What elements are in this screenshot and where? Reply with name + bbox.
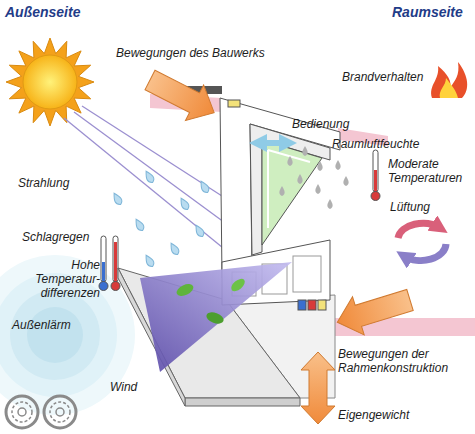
sun-symbol xyxy=(6,38,94,126)
radiation-lines xyxy=(64,106,236,252)
wind-arrow xyxy=(140,262,292,372)
rain-drop xyxy=(143,254,155,269)
rain-drop xyxy=(111,192,123,207)
influence-label: Schlagregen xyxy=(22,230,89,244)
influence-label: Bedienung xyxy=(292,117,349,131)
side-heading: Außenseite xyxy=(5,4,80,20)
rain-drop xyxy=(193,224,205,239)
influence-label: Raumluftfeuchte xyxy=(332,137,419,151)
humidity-drop xyxy=(279,186,284,196)
influence-label: Bewegungen des Bauwerks xyxy=(116,46,265,60)
rain-drop xyxy=(168,242,180,257)
influence-label: Brandverhalten xyxy=(342,70,423,84)
frame-movement-arrow xyxy=(331,281,415,341)
building-movement-arrow xyxy=(141,62,223,130)
rain-drop xyxy=(143,170,155,185)
influence-label: Eigengewicht xyxy=(338,408,409,422)
influence-label: Strahlung xyxy=(18,176,69,190)
rain-drop xyxy=(133,218,145,233)
influence-label: Wind xyxy=(110,380,137,394)
rain-drops xyxy=(111,170,210,269)
humidity-drop xyxy=(317,161,322,171)
humidity-drop xyxy=(287,156,292,166)
humidity-drop xyxy=(315,184,320,194)
thermometer-symbol xyxy=(99,236,120,291)
fire-symbol xyxy=(431,62,467,98)
humidity-drops xyxy=(279,146,348,209)
influence-label: Lüftung xyxy=(390,200,430,214)
influence-label: Bewegungen der Rahmenkonstruktion xyxy=(338,347,468,375)
humidity-drop xyxy=(343,176,348,186)
humidity-drop xyxy=(327,199,332,209)
influence-label: Außenlärm xyxy=(12,318,71,332)
tyre-symbol xyxy=(6,396,76,428)
rain-drop xyxy=(198,180,210,195)
influence-label: Hohe Temperatur- differenzen xyxy=(4,258,100,300)
rain-drop xyxy=(178,197,190,212)
humidity-drop xyxy=(302,146,307,156)
ventilation-arrows xyxy=(398,223,446,260)
side-heading: Raumseite xyxy=(392,4,463,20)
operation-arrow xyxy=(258,140,288,146)
humidity-drop xyxy=(297,174,302,184)
humidity-drop xyxy=(335,160,340,170)
dead-weight-arrow xyxy=(301,352,335,424)
thermometer-symbol xyxy=(371,150,380,201)
influence-label: Moderate Temperaturen xyxy=(388,157,468,185)
